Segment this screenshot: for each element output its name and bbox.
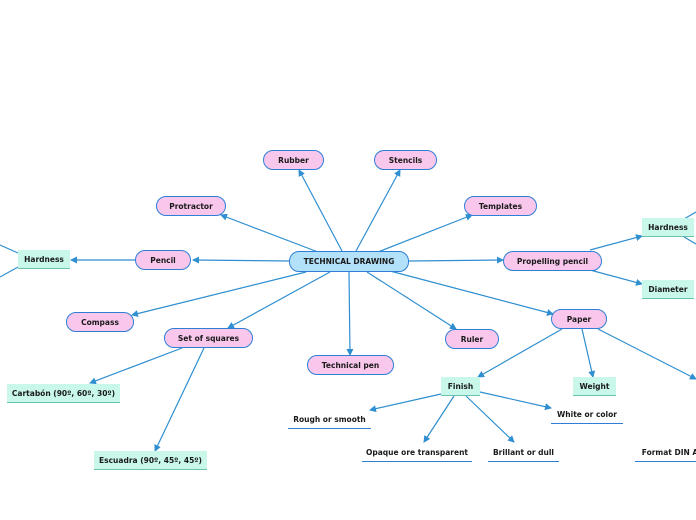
connector-finish-rough	[369, 393, 442, 413]
connector-finish-white	[479, 391, 552, 411]
connector-finish-brillant	[465, 395, 515, 443]
connector-central-ruler	[366, 271, 457, 330]
connector-central-propelling-pencil	[408, 256, 504, 264]
white-or-color-node[interactable]: White or color	[551, 405, 623, 424]
brillant-or-dull-node[interactable]: Brillant or dull	[488, 443, 559, 462]
connector-paper-format	[597, 328, 696, 380]
opaque-or-transparent-node[interactable]: Opaque ore transparent	[362, 443, 472, 462]
connector-paper-weight	[581, 328, 596, 378]
connector-central-templates	[377, 213, 473, 253]
finish-node[interactable]: Finish	[441, 377, 480, 396]
branch-set-of-squares[interactable]: Set of squares	[164, 328, 253, 348]
branch-propelling-pencil[interactable]: Propelling pencil	[503, 251, 602, 271]
escuadra-node[interactable]: Escuadra (90º, 45º, 45º)	[94, 451, 207, 470]
format-node[interactable]: Format DIN A	[635, 443, 696, 462]
branch-stencils[interactable]: Stencils	[374, 150, 437, 170]
branch-technical-pen[interactable]: Technical pen	[307, 355, 394, 375]
branch-ruler[interactable]: Ruler	[445, 329, 499, 349]
branch-templates[interactable]: Templates	[464, 196, 537, 216]
connector-hardness-offscreen-2	[0, 266, 19, 278]
weight-node[interactable]: Weight	[573, 377, 616, 396]
branch-compass[interactable]: Compass	[66, 312, 134, 332]
central-node[interactable]: TECHNICAL DRAWING	[289, 251, 409, 272]
pencil-hardness-node[interactable]: Hardness	[18, 250, 70, 269]
connector-propelling-hardness	[589, 234, 643, 251]
propelling-hardness-node[interactable]: Hardness	[642, 218, 694, 237]
branch-paper[interactable]: Paper	[551, 309, 607, 329]
branch-protractor[interactable]: Protractor	[156, 196, 226, 216]
connector-central-technical-pen	[346, 271, 354, 356]
connector-central-protractor	[220, 213, 319, 253]
branch-rubber[interactable]: Rubber	[263, 150, 324, 170]
connector-paper-finish	[477, 328, 563, 378]
connector-central-stencils	[355, 169, 401, 252]
connector-propelling-diameter	[589, 269, 643, 286]
cartabon-node[interactable]: Cartabón (90º, 60º, 30º)	[7, 384, 120, 403]
connector-central-paper	[389, 270, 554, 316]
connector-central-set-of-squares	[227, 271, 331, 329]
rough-or-smooth-node[interactable]: Rough or smooth	[288, 410, 371, 429]
connector-hardness-offscreen-1	[0, 244, 19, 254]
connector-hardness2-offscreen-1	[683, 211, 696, 220]
connector-set-escuadra	[154, 347, 205, 452]
propelling-diameter-node[interactable]: Diameter	[642, 280, 694, 299]
connector-hardness2-offscreen-2	[683, 236, 696, 245]
connector-finish-opaque	[423, 395, 455, 443]
branch-pencil[interactable]: Pencil	[135, 250, 191, 270]
connector-central-rubber	[298, 169, 343, 252]
connector-central-pencil	[192, 256, 291, 264]
connector-central-compass	[131, 271, 307, 317]
connector-set-cartabon	[89, 347, 183, 385]
